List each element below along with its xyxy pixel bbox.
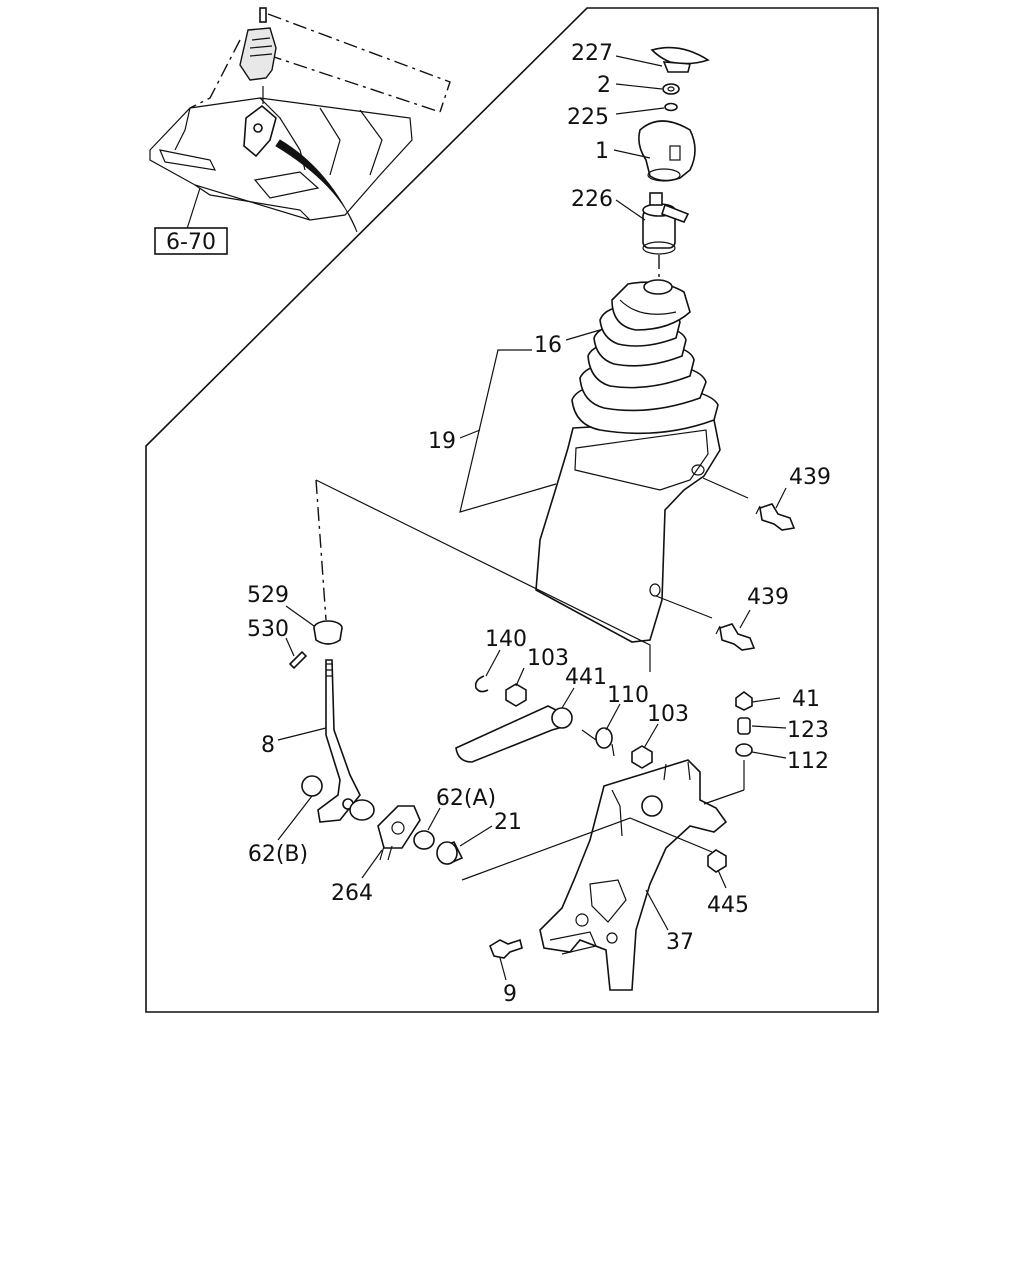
callout-441[interactable]: 441 bbox=[565, 665, 607, 690]
reference-box-label: 6-70 bbox=[166, 230, 216, 255]
knob-assembly bbox=[638, 46, 710, 282]
lever-bracket bbox=[489, 759, 728, 991]
callout-529[interactable]: 529 bbox=[247, 583, 289, 608]
diagram-frame bbox=[145, 7, 879, 1013]
callout-1[interactable]: 1 bbox=[595, 139, 609, 164]
reference-box[interactable]: 6-70 bbox=[154, 227, 228, 255]
callout-140[interactable]: 140 bbox=[485, 627, 527, 652]
callout-439-lower[interactable]: 439 bbox=[747, 585, 789, 610]
callout-2[interactable]: 2 bbox=[597, 73, 611, 98]
bolt-439-upper bbox=[755, 503, 796, 531]
callout-264[interactable]: 264 bbox=[331, 881, 373, 906]
callout-21[interactable]: 21 bbox=[494, 810, 522, 835]
callout-530[interactable]: 530 bbox=[247, 617, 289, 642]
nut-washer-stack bbox=[735, 691, 753, 790]
callout-439-upper[interactable]: 439 bbox=[789, 465, 831, 490]
link-arm bbox=[455, 675, 653, 769]
callout-19[interactable]: 19 bbox=[428, 429, 456, 454]
callout-41[interactable]: 41 bbox=[792, 687, 820, 712]
boot-and-housing bbox=[535, 279, 721, 643]
leader-lines bbox=[277, 55, 787, 981]
callout-227[interactable]: 227 bbox=[571, 41, 613, 66]
callout-16[interactable]: 16 bbox=[534, 333, 562, 358]
cab-floor-overview bbox=[149, 7, 451, 233]
callout-labels: 227 2 225 1 226 16 19 439 439 529 530 14… bbox=[247, 41, 831, 1007]
callout-62a[interactable]: 62(A) bbox=[436, 786, 496, 811]
shift-lever bbox=[288, 479, 375, 823]
locator-arrow bbox=[275, 139, 358, 233]
callout-62b[interactable]: 62(B) bbox=[248, 842, 308, 867]
bolt-439-lower bbox=[715, 623, 756, 651]
callout-110[interactable]: 110 bbox=[607, 683, 649, 708]
callout-445[interactable]: 445 bbox=[707, 893, 749, 918]
callout-225[interactable]: 225 bbox=[567, 105, 609, 130]
callout-8[interactable]: 8 bbox=[261, 733, 275, 758]
callout-9[interactable]: 9 bbox=[503, 982, 517, 1007]
callout-37[interactable]: 37 bbox=[666, 930, 694, 955]
callout-103-left[interactable]: 103 bbox=[527, 646, 569, 671]
assembly-guide-lines bbox=[315, 479, 745, 881]
callout-226[interactable]: 226 bbox=[571, 187, 613, 212]
callout-112[interactable]: 112 bbox=[787, 749, 829, 774]
callout-103-right[interactable]: 103 bbox=[647, 702, 689, 727]
callout-123[interactable]: 123 bbox=[787, 718, 829, 743]
pivot-parts bbox=[377, 805, 464, 866]
